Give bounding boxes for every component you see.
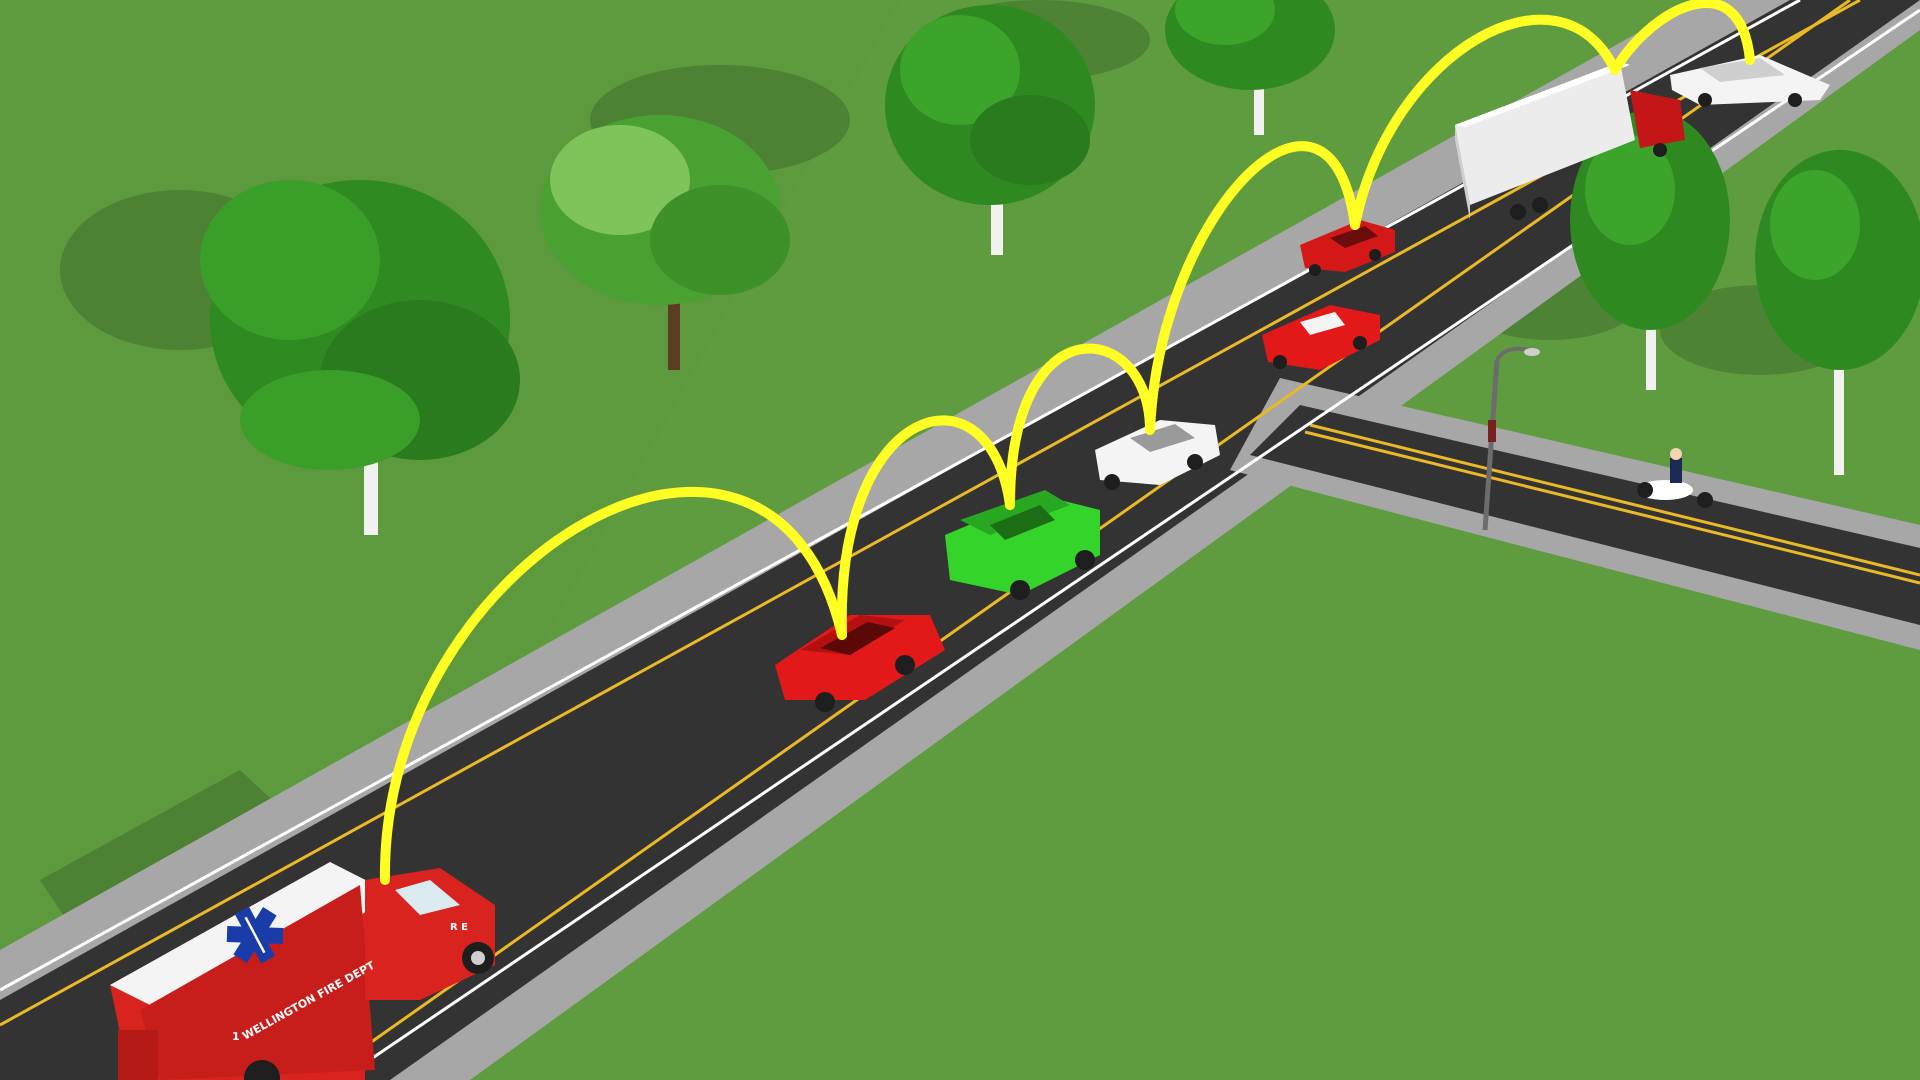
minivan [775, 615, 945, 712]
ambulance-grille-text: R E [450, 922, 468, 933]
tree-right-near-road [1570, 110, 1730, 390]
arc-audi-mustang [1145, 141, 1360, 435]
tree-top-center [885, 5, 1095, 255]
tree-top-right [1165, 0, 1335, 135]
star-of-life-icon [226, 906, 284, 964]
mustang [1300, 220, 1395, 276]
ambulance: WELLINGTON FIRE DEPT R E 1 [110, 862, 495, 1080]
arc-mini-audi [1005, 343, 1155, 510]
ambulance-unit-text: 1 [232, 1030, 240, 1043]
arc-truck-sedan [1610, 0, 1755, 75]
arc-mustang-truck [1350, 14, 1620, 230]
tree-left-middle [540, 115, 790, 370]
audi [1095, 420, 1220, 490]
street-light [1482, 346, 1540, 531]
tree-far-right [1755, 150, 1920, 475]
cross-road-lane-lines [1304, 423, 1920, 585]
mini [945, 490, 1100, 600]
tree-left-large [200, 180, 520, 535]
arc-minivan-mini [836, 415, 1015, 640]
sportscar [1262, 305, 1380, 370]
v2v-arcs [379, 0, 1755, 885]
semi-truck [1455, 62, 1685, 220]
trees [200, 0, 1920, 535]
vehicles: WELLINGTON FIRE DEPT R E 1 [110, 55, 1830, 1080]
sedan [1670, 55, 1830, 107]
arc-ambulance-minivan [379, 486, 847, 885]
police-motorcycle [1637, 448, 1713, 508]
